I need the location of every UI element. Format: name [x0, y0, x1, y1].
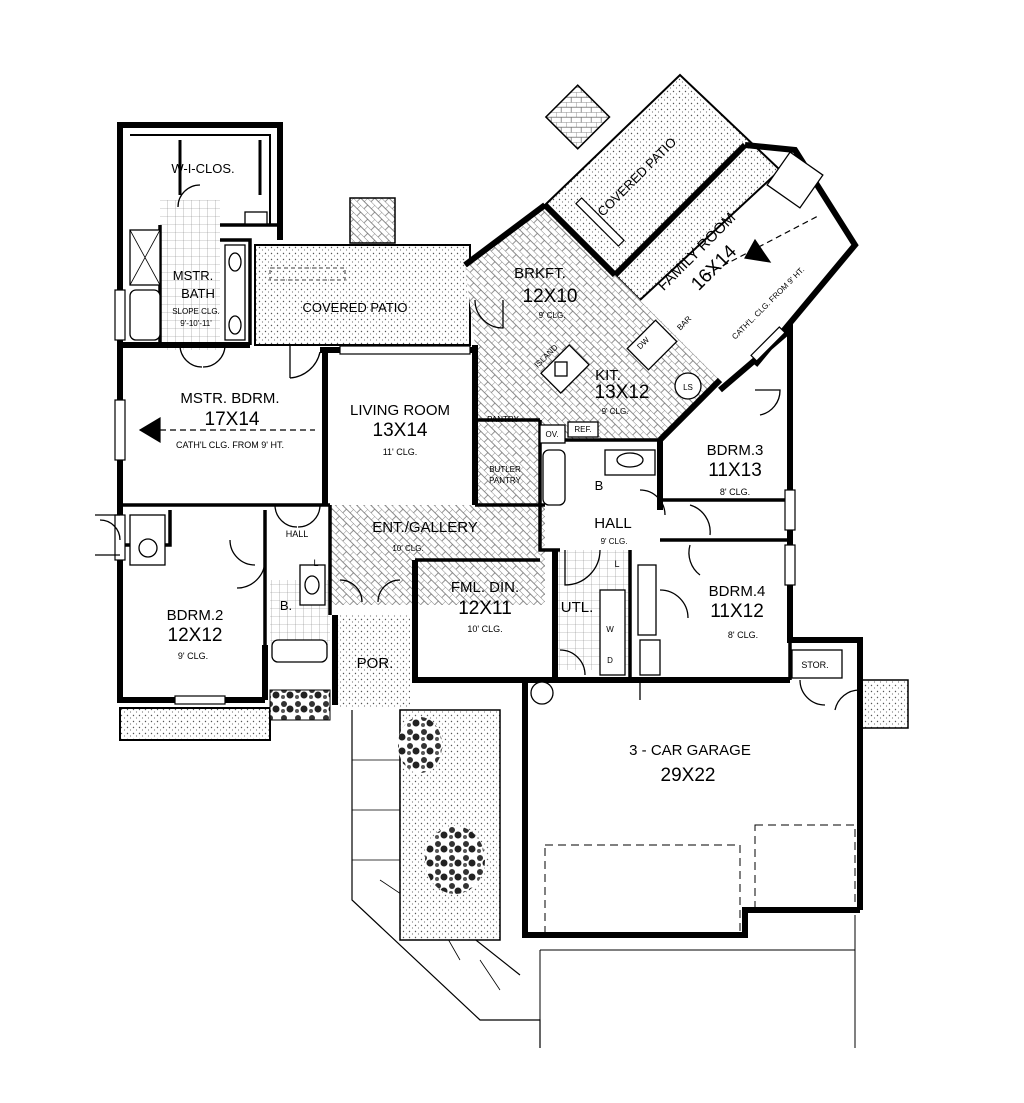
tub-icon	[271, 639, 328, 663]
lazy-susan-icon	[674, 372, 702, 400]
room-ceiling-bedroom2: 9' CLG.	[178, 651, 208, 661]
toilet-icon	[244, 211, 268, 225]
fixtures	[129, 140, 843, 705]
covered-patio-left-label: COVERED PATIO	[303, 300, 408, 315]
covered-patio-areas	[254, 73, 782, 346]
site-paving	[119, 679, 909, 1048]
room-name-breakfast: BRKFT.	[514, 265, 566, 282]
room-ceiling-family-room: CATH'L. CLG. FROM 9' HT.	[730, 265, 806, 341]
garage-doors	[544, 824, 856, 936]
room-name-walk-in-closet: W-I-CLOS.	[171, 161, 234, 176]
room-name-bedroom4: BDRM.4	[709, 583, 766, 600]
label-bath-right: B	[595, 478, 604, 493]
ceiling-arrows	[138, 214, 821, 444]
label-refrigerator: REF.	[574, 425, 591, 434]
label-oven: OV.	[545, 430, 558, 439]
room-size-master-bedroom: 17X14	[205, 409, 260, 430]
label-butler-pantry-2: PANTRY	[489, 476, 521, 485]
label-lazy-susan: LS	[683, 383, 693, 392]
room-size-breakfast: 12X10	[523, 286, 578, 307]
tile-floors	[160, 200, 720, 707]
room-name-porch: POR.	[357, 655, 394, 672]
room-size-bedroom3: 11X13	[708, 460, 762, 481]
label-bar: BAR	[675, 314, 693, 332]
room-size-bedroom2: 12X12	[168, 625, 223, 646]
room-ceiling-hall-right: 9' CLG.	[601, 537, 628, 546]
room-name-kitchen: KIT.	[595, 367, 621, 384]
chimney-top	[544, 84, 611, 150]
room-name-master-bath-2: BATH	[181, 286, 215, 301]
room-size-bedroom4: 11X12	[710, 601, 764, 622]
label-dryer: D	[607, 656, 613, 665]
room-ceiling-living-room: 11' CLG.	[383, 447, 418, 457]
room-ceiling-bedroom3: 8' CLG.	[720, 487, 750, 497]
room-name-hall-right: HALL	[594, 515, 632, 532]
room-name-master-bedroom: MSTR. BDRM.	[180, 390, 279, 407]
tub-icon	[542, 449, 566, 506]
room-name-utility: UTL.	[561, 599, 594, 616]
room-size-living-room: 13X14	[373, 420, 428, 441]
label-bath-left: B.	[280, 598, 292, 613]
room-name-bedroom2: BDRM.2	[167, 607, 224, 624]
room-note-master-bath-1: SLOPE CLG.	[172, 307, 220, 316]
room-ceiling-formal-dining: 10' CLG.	[467, 624, 502, 634]
room-ceiling-breakfast: 9' CLG.	[539, 311, 566, 320]
shrub-icon	[398, 717, 442, 773]
room-name-garage: 3 - CAR GARAGE	[629, 742, 751, 759]
room-size-kitchen: 13X12	[595, 382, 650, 403]
room-name-living-room: LIVING ROOM	[350, 402, 450, 419]
vanity-icon	[224, 244, 246, 341]
tub-icon	[129, 289, 161, 341]
room-name-formal-dining: FML. DIN.	[451, 579, 519, 596]
room-name-storage: STOR.	[801, 660, 828, 670]
water-heater-icon	[530, 681, 554, 705]
room-name-entry-gallery: ENT./GALLERY	[372, 519, 478, 536]
label-washer: W	[606, 625, 614, 634]
shrub-icon	[425, 826, 485, 894]
room-ceiling-kitchen: 9' CLG.	[602, 407, 629, 416]
doors	[95, 184, 861, 711]
room-note-master-bath-2: 9'-10'-11'	[180, 319, 212, 328]
room-size-formal-dining: 12X11	[458, 598, 512, 619]
room-name-master-bath-1: MSTR.	[173, 268, 213, 283]
room-name-bedroom3: BDRM.3	[707, 442, 764, 459]
label-linen-left: L	[313, 558, 318, 568]
label-linen-right: L	[614, 559, 619, 569]
room-ceiling-entry-gallery: 10' CLG.	[392, 544, 423, 553]
label-pantry: PANTRY	[487, 415, 519, 424]
room-ceiling-master-bedroom: CATH'L CLG. FROM 9' HT.	[176, 440, 284, 450]
room-size-garage: 29X22	[661, 765, 716, 786]
room-name-hall-left: HALL	[286, 529, 309, 539]
fireplace-icon	[766, 151, 824, 209]
room-ceiling-bedroom4: 8' CLG.	[728, 630, 758, 640]
label-butler-pantry-1: BUTLER	[489, 465, 521, 474]
chimney-left	[349, 197, 396, 244]
